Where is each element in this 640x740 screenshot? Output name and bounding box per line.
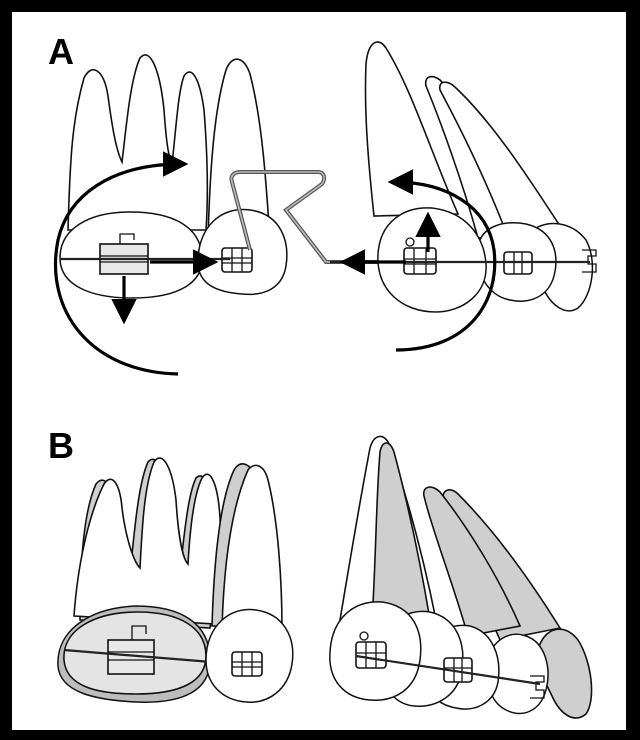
panel-a-molar-roots <box>68 55 207 230</box>
panel-label-a: A <box>48 34 74 70</box>
panel-b-canine-shadow-root <box>372 443 430 620</box>
panel-b-anterior-teeth <box>330 436 592 718</box>
panel-b-illustration <box>58 436 592 718</box>
panel-b-premolar <box>206 464 293 702</box>
panel-a-illustration <box>56 42 596 374</box>
panel-label-b: B <box>48 428 74 464</box>
panel-a-anterior-teeth <box>330 42 596 312</box>
panel-b-premolar-bracket <box>232 652 262 676</box>
panel-b-canine-bracket <box>356 642 386 668</box>
